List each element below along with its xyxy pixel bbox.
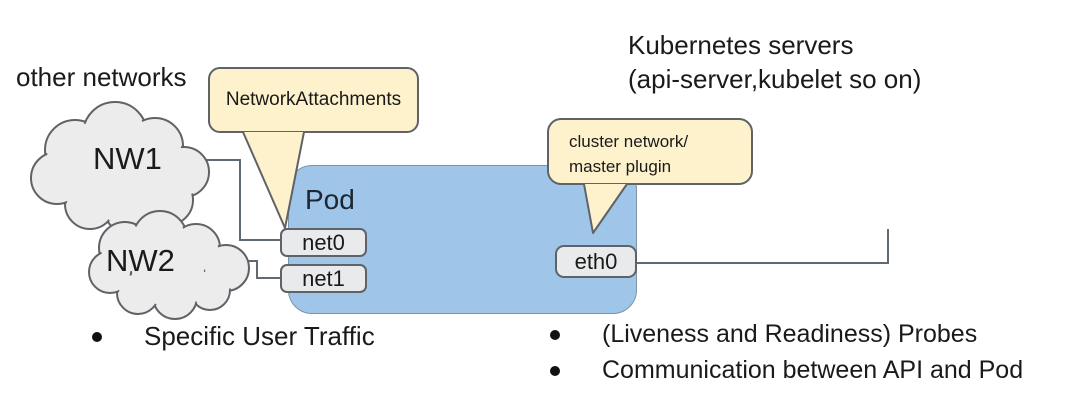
net0-label: net0	[302, 229, 345, 255]
network-attachments-callout-text: NetworkAttachments	[225, 89, 402, 110]
net0-interface: net0	[280, 228, 367, 257]
eth0-interface: eth0	[555, 245, 637, 278]
nw2-cloud	[88, 210, 250, 320]
net1-interface: net1	[280, 264, 367, 293]
kubernetes-servers-line2: (api-server,kubelet so on)	[628, 64, 922, 94]
cluster-network-callout-line2: master plugin	[569, 157, 672, 176]
bullet-text: Specific User Traffic	[144, 321, 375, 351]
bullet-dot	[92, 331, 102, 342]
nw1-net0-connector	[195, 159, 281, 241]
nw1-cloud-label: NW1	[93, 141, 162, 176]
eth0-k8s-connector	[636, 229, 889, 264]
kubernetes-servers-label: Kubernetes servers (api-server,kubelet s…	[628, 28, 921, 96]
bullet-item: Specific User Traffic	[92, 321, 375, 352]
network-attachments-callout: NetworkAttachments	[208, 67, 419, 133]
bullet-dot	[550, 329, 560, 340]
cluster-network-callout: cluster network/ master plugin	[547, 118, 753, 185]
nw1-cloud	[30, 101, 210, 235]
bullet-text: (Liveness and Readiness) Probes	[602, 320, 978, 348]
nw2-cloud-label: NW2	[106, 243, 175, 278]
bullet-item: (Liveness and Readiness) Probes	[550, 320, 1023, 349]
cluster-network-callout-line1: cluster network/	[569, 132, 689, 151]
bullet-list-left: Specific User Traffic	[92, 321, 375, 359]
pod-label: Pod	[305, 184, 355, 215]
bullet-list-right: (Liveness and Readiness) Probes Communic…	[550, 320, 1023, 392]
bullet-text: Communication between API and Pod	[602, 356, 1024, 384]
other-networks-label: other networks	[16, 62, 187, 92]
net1-label: net1	[302, 265, 345, 291]
bullet-item: Communication between API and Pod	[550, 356, 1023, 385]
bullet-dot	[550, 365, 560, 376]
eth0-label: eth0	[574, 248, 618, 274]
kubernetes-servers-line1: Kubernetes servers	[628, 30, 854, 60]
